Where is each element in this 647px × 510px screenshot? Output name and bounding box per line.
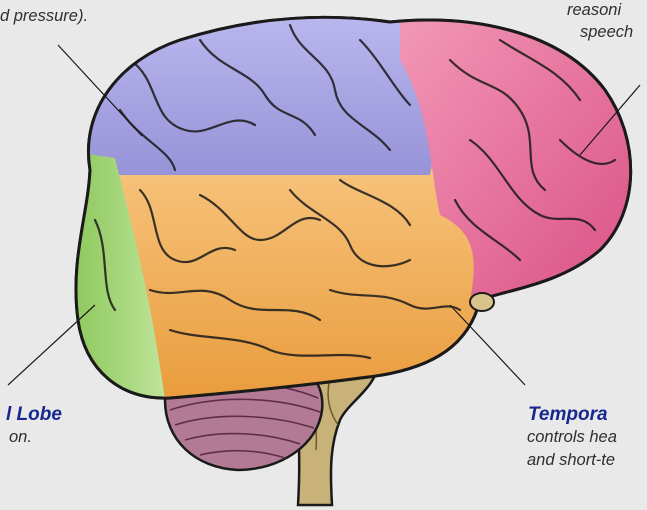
frontal-description-line-1: reasoni [567, 0, 621, 20]
parietal-lobe [60, 0, 434, 175]
parietal-description-fragment: d pressure). [0, 6, 88, 26]
temporal-lobe-title: Tempora [528, 404, 608, 426]
temporal-description-line-2: and short-te [527, 450, 615, 470]
occipital-description: on. [9, 427, 32, 447]
occipital-lobe-title: l Lobe [6, 404, 62, 426]
frontal-description-line-2: speech [580, 22, 633, 42]
temporal-description-line-1: controls hea [527, 427, 617, 447]
pituitary [470, 293, 494, 311]
